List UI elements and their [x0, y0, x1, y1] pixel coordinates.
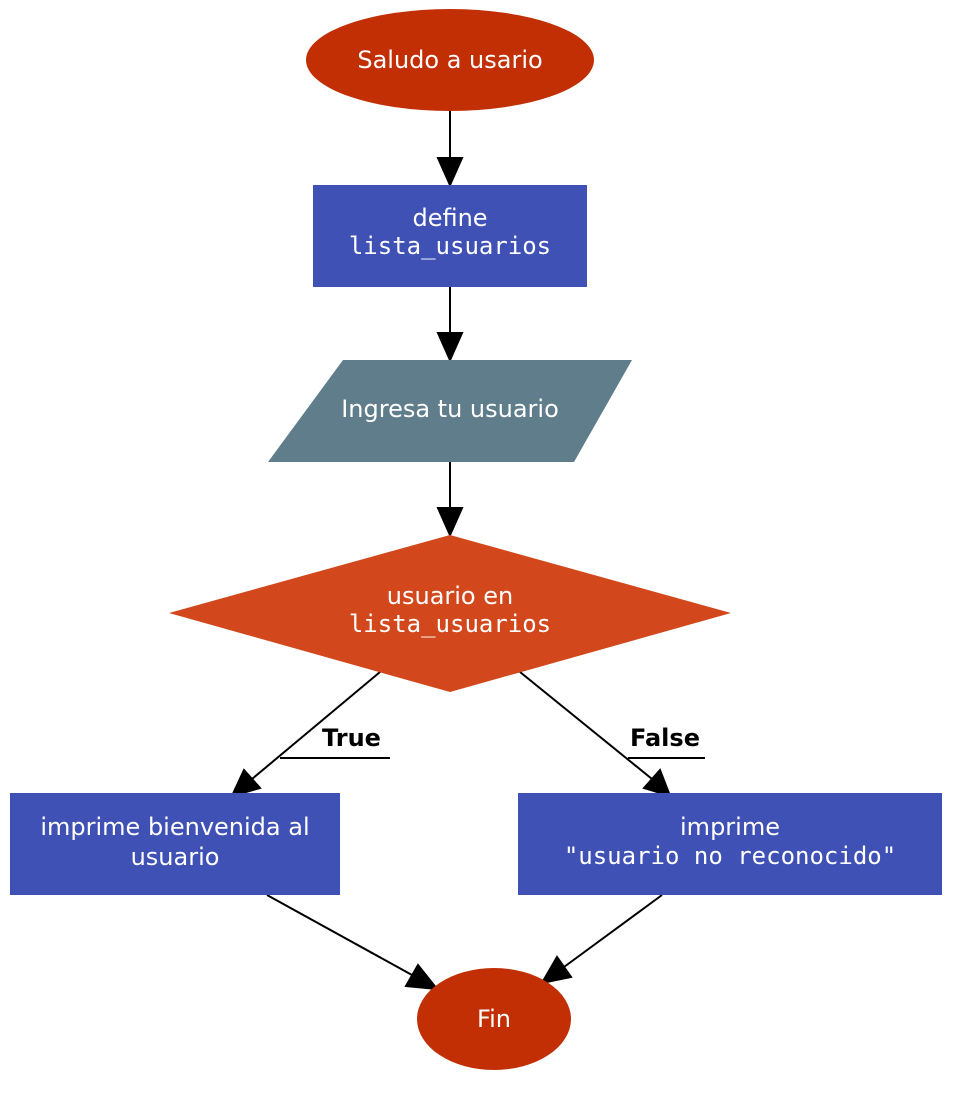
node-define-line1: define [412, 204, 487, 232]
node-unknown-line1: imprime [680, 813, 780, 841]
node-decision: usuario en lista_usuarios [169, 535, 731, 692]
edge-decision-true: True [230, 671, 390, 798]
node-end-label: Fin [477, 1005, 511, 1033]
edge-welcome-to-end [266, 894, 440, 991]
edge-decision-false: False [519, 671, 705, 798]
node-define-line2: lista_usuarios [349, 232, 551, 260]
node-input: Ingresa tu usuario [268, 360, 632, 462]
process-shape [313, 185, 587, 287]
edge-unknown-to-end [540, 894, 663, 985]
node-unknown-line2: "usuario no reconocido" [564, 842, 896, 870]
edge-define-to-input [436, 287, 464, 363]
node-decision-line1: usuario en [387, 582, 513, 610]
process-shape [518, 793, 942, 895]
io-shape [268, 360, 632, 462]
node-decision-line2: lista_usuarios [349, 610, 551, 638]
node-input-label: Ingresa tu usuario [341, 395, 559, 423]
edge-input-to-decision [436, 462, 464, 538]
node-end: Fin [417, 968, 571, 1070]
node-welcome-line1: imprime bienvenida al [40, 813, 309, 841]
edge-start-to-define [436, 111, 464, 188]
node-start-label: Saludo a usario [357, 46, 542, 74]
terminal-shape [306, 9, 594, 111]
decision-shape [169, 535, 731, 692]
node-welcome-line2: usuario [131, 843, 220, 871]
terminal-shape [417, 968, 571, 1070]
node-define: define lista_usuarios [313, 185, 587, 287]
process-shape [10, 793, 340, 895]
node-unknown: imprime "usuario no reconocido" [518, 793, 942, 895]
node-start: Saludo a usario [306, 9, 594, 111]
edge-label-true: True [322, 724, 381, 752]
node-welcome: imprime bienvenida al usuario [10, 793, 340, 895]
edge-label-false: False [630, 724, 700, 752]
